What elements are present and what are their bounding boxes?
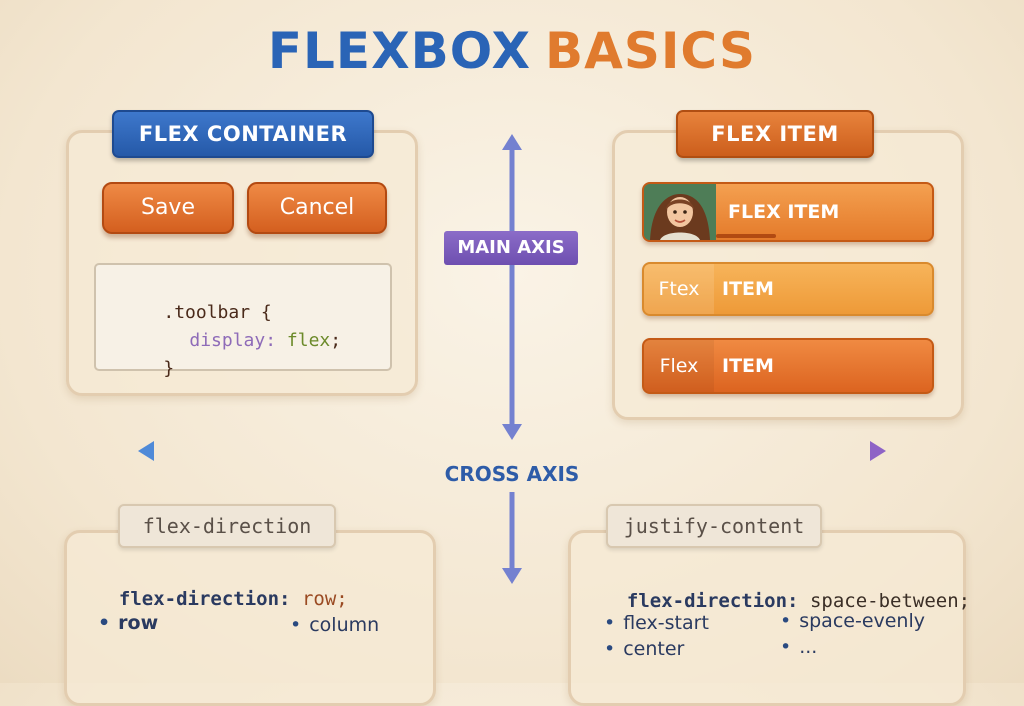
flex-item-2-label: ITEM — [722, 278, 774, 300]
flex-item-badge: FLEX ITEM — [676, 110, 874, 158]
flex-item-3-segment: Flex — [644, 340, 714, 392]
flex-direction-value: row; — [301, 588, 348, 610]
main-axis-arrow-down — [502, 424, 522, 440]
main-axis-arrow-up — [502, 134, 522, 150]
justify-option-more: •... — [780, 636, 818, 658]
justify-content-declaration: flex-direction: space-between; — [604, 568, 970, 612]
avatar-portrait — [644, 184, 716, 240]
justify-option-space-evenly: •space-evenly — [780, 610, 926, 632]
main-axis-label: MAIN AXIS — [444, 231, 578, 265]
flex-direction-tab: flex-direction — [118, 504, 336, 548]
cross-axis-label: CROSS AXIS — [444, 462, 580, 486]
save-button[interactable]: Save — [102, 182, 234, 234]
code-value: flex — [286, 330, 331, 351]
code-semicolon: ; — [330, 330, 342, 351]
flex-item-3-label: ITEM — [722, 355, 774, 377]
flex-item-2[interactable]: Ftex ITEM — [642, 262, 934, 316]
code-selector: .toolbar — [163, 302, 251, 323]
title-word-flexbox: FLEXBOX — [267, 22, 532, 80]
flex-direction-option-column: •column — [290, 614, 380, 636]
flex-item-1[interactable]: FLEX ITEM — [642, 182, 934, 242]
code-property: display: — [189, 330, 277, 351]
avatar — [644, 184, 716, 240]
justify-content-tab: justify-content — [606, 504, 822, 548]
lower-axis-arrow-down — [502, 568, 522, 584]
justify-content-panel — [568, 530, 966, 706]
code-open-brace: { — [260, 302, 272, 323]
flex-item-1-underline — [716, 234, 776, 238]
flex-direction-option-row: •row — [98, 612, 159, 634]
justify-content-value: space-between; — [809, 590, 971, 612]
cancel-button[interactable]: Cancel — [247, 182, 387, 234]
axes-diagram — [138, 134, 886, 584]
flex-direction-declaration: flex-direction: row; — [96, 566, 348, 610]
flex-item-2-segment: Ftex — [644, 264, 714, 314]
flex-direction-prop: flex-direction: — [118, 588, 291, 610]
justify-content-prop: flex-direction: — [626, 590, 799, 612]
code-close-brace: } — [163, 358, 175, 379]
code-snippet: .toolbar { display: flex; } — [94, 263, 392, 379]
flex-item-3[interactable]: Flex ITEM — [642, 338, 934, 394]
cross-axis-arrow-left — [138, 441, 154, 461]
cross-axis-arrow-right — [870, 441, 886, 461]
flex-container-badge: FLEX CONTAINER — [112, 110, 374, 158]
justify-option-center: •center — [604, 638, 685, 660]
justify-option-flex-start: •flex-start — [604, 612, 709, 634]
title-word-basics: BASICS — [545, 22, 757, 80]
flex-item-1-label: FLEX ITEM — [728, 201, 840, 223]
